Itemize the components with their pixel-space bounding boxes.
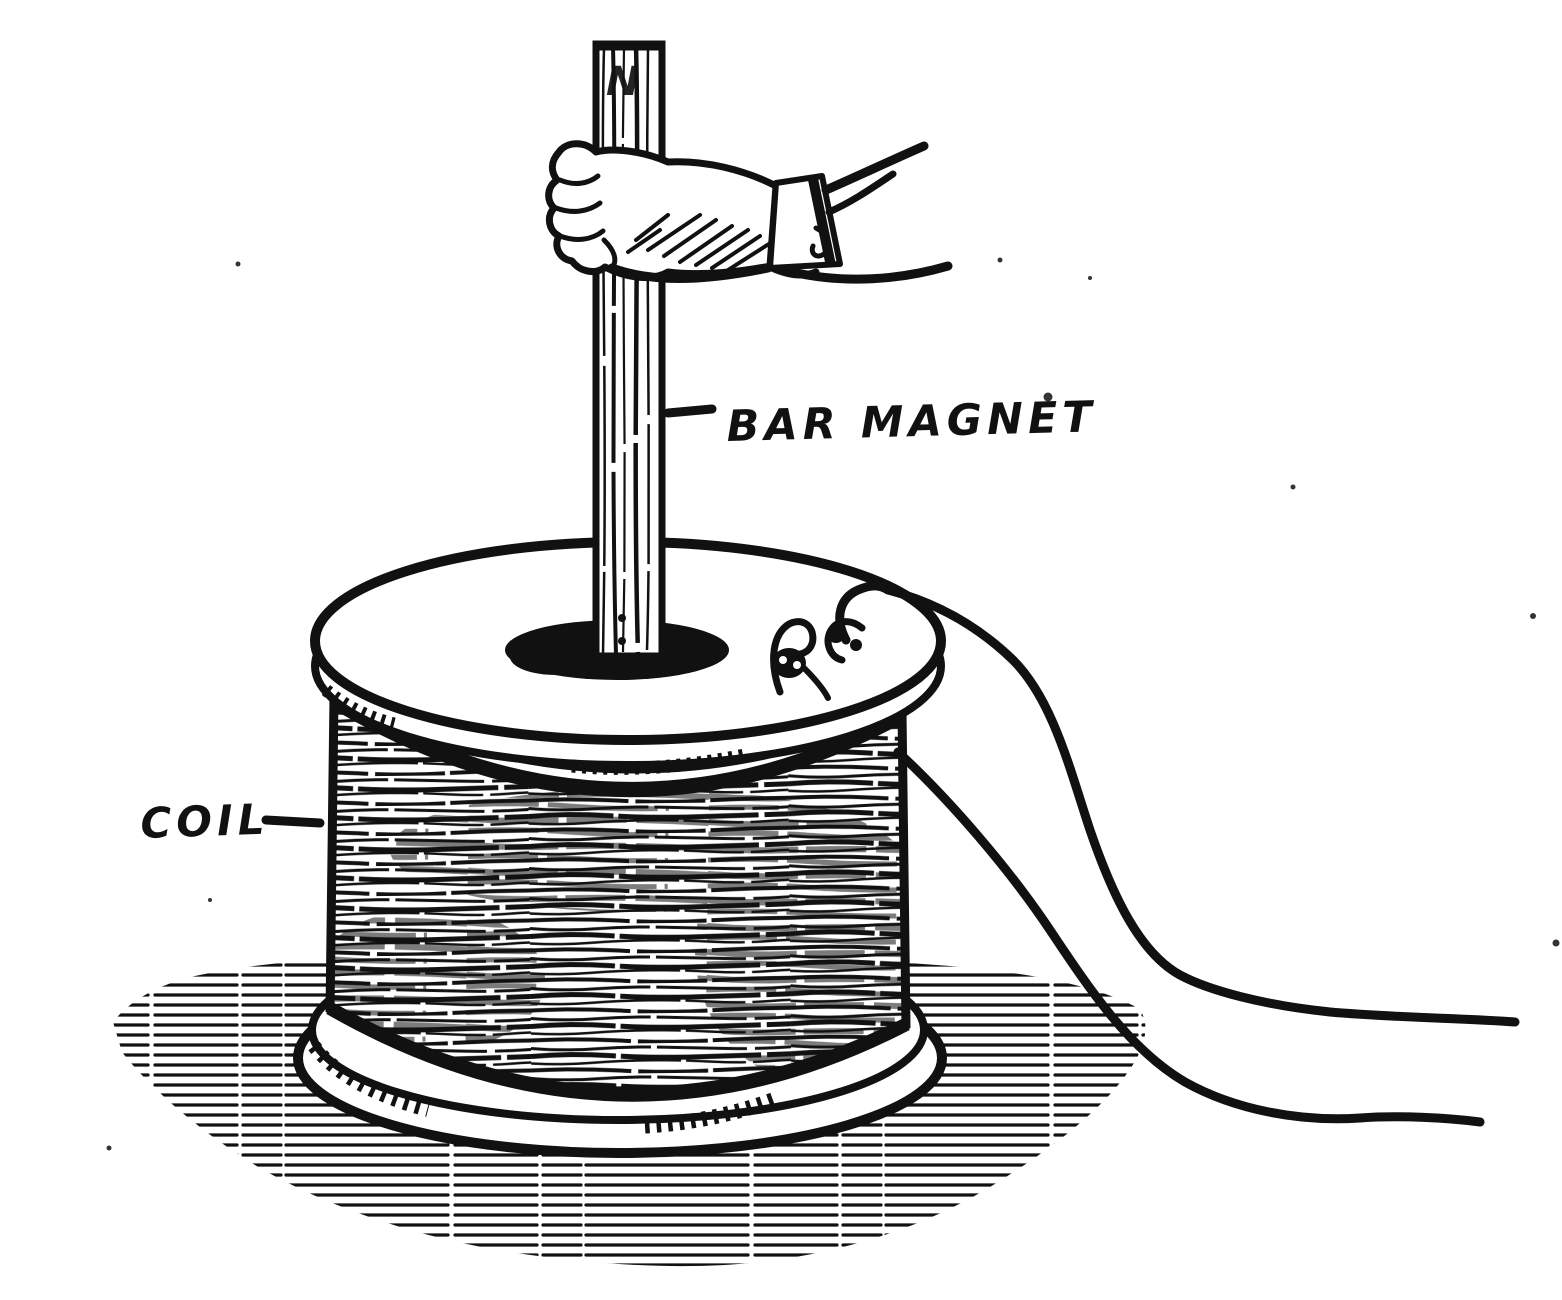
coil-winding: [325, 685, 911, 1102]
bar-magnet-label: BAR MAGNET: [726, 392, 1097, 452]
bar-magnet-leader-dash: [663, 404, 717, 418]
pinky-curl: [809, 225, 831, 259]
sleeve-lines: [768, 141, 953, 284]
pole-mark: N: [606, 59, 639, 105]
hand-shading: [626, 213, 774, 272]
bottom-flange-ticks-right: [644, 1090, 781, 1134]
winding-shading: [330, 788, 906, 1085]
coil-leader-dash: [261, 815, 325, 828]
coil-callout: COIL: [140, 795, 325, 848]
lead-wire-upper: [835, 581, 1520, 1027]
paper-specks: [106, 257, 1560, 1151]
terminal-left: [770, 618, 831, 701]
bar-magnet-callout: BAR MAGNET: [663, 392, 1097, 452]
coil-label: COIL: [140, 795, 271, 848]
hand: [545, 140, 953, 284]
bar-magnet-grain: [601, 45, 651, 656]
bar-magnet: N: [592, 40, 666, 660]
lead-wire-lower: [893, 747, 1485, 1127]
